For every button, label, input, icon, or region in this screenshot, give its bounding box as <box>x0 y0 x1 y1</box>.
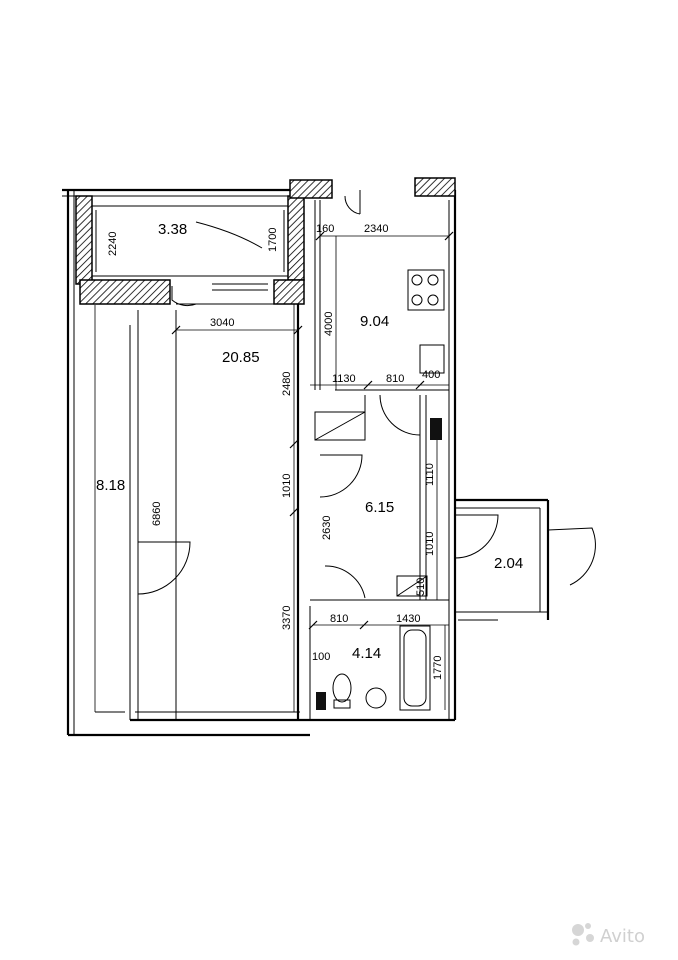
dim-1770: 1770 <box>432 656 444 680</box>
area-hall: 6.15 <box>365 499 394 516</box>
area-kitchen: 9.04 <box>360 313 389 330</box>
area-bathroom: 4.14 <box>352 645 381 662</box>
dim-2240: 2240 <box>107 232 119 256</box>
loggia-right <box>454 498 596 621</box>
dim-160: 160 <box>316 223 334 235</box>
dim-2480: 2480 <box>281 372 293 396</box>
area-left-strip: 8.18 <box>96 477 125 494</box>
dim-1130: 1130 <box>332 373 356 385</box>
dim-400: 400 <box>422 369 440 381</box>
dim-510: 510 <box>415 578 427 596</box>
kitchen <box>314 190 449 391</box>
dim-2630: 2630 <box>321 516 333 540</box>
dim-1010-left: 1010 <box>281 474 293 498</box>
dim-3370: 3370 <box>281 606 293 630</box>
area-loggia-top: 3.38 <box>158 221 187 238</box>
area-loggia-right: 2.04 <box>494 555 523 572</box>
dim-1700: 1700 <box>267 228 279 252</box>
bathroom <box>309 606 431 720</box>
hall <box>310 394 449 601</box>
dimension-lines <box>171 231 454 712</box>
outer-walls <box>62 188 457 737</box>
hatched-columns <box>75 177 456 305</box>
avito-logo-icon <box>572 923 594 946</box>
dim-3040: 3040 <box>210 317 234 329</box>
loggia-top <box>91 205 289 277</box>
watermark: Avito <box>572 923 645 947</box>
room-doors <box>137 283 268 595</box>
dim-810-top: 810 <box>386 373 404 385</box>
dim-1110: 1110 <box>424 463 436 486</box>
dim-1010-right: 1010 <box>424 532 436 556</box>
area-main-room: 20.85 <box>222 349 260 366</box>
watermark-text: Avito <box>600 926 645 947</box>
left-strip <box>94 303 298 720</box>
dim-100: 100 <box>312 651 330 663</box>
dim-810-bottom: 810 <box>330 613 348 625</box>
dim-6860: 6860 <box>151 502 163 526</box>
dim-2340: 2340 <box>364 223 388 235</box>
dim-1430: 1430 <box>396 613 420 625</box>
dim-4000: 4000 <box>323 312 335 336</box>
